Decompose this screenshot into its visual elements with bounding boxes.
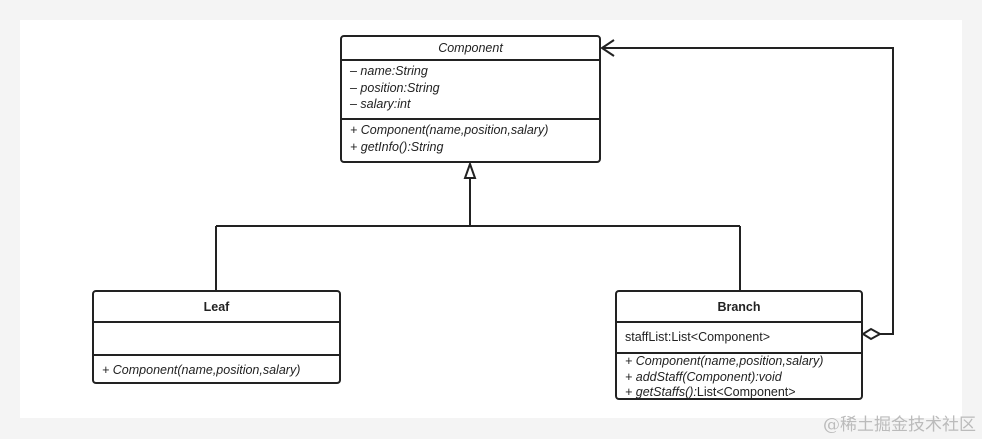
inheritance-arrow-icon xyxy=(463,161,477,179)
attribute: – name:String xyxy=(350,64,428,78)
methods-section: + Component(name,position,salary) + addS… xyxy=(617,352,861,403)
attributes-section: staffList:List<Component> xyxy=(617,323,861,352)
class-name: Component xyxy=(342,37,599,61)
method: + getStaffs():List<Component> xyxy=(625,385,853,401)
method: + Component(name,position,salary) xyxy=(625,354,824,368)
attribute: – salary:int xyxy=(350,97,411,111)
method: + getInfo():String xyxy=(350,139,444,154)
aggregation-line xyxy=(602,47,894,335)
method: + Component(name,position,salary) xyxy=(350,123,549,137)
watermark: @稀土掘金技术社区 xyxy=(823,415,976,435)
class-component[interactable]: Component – name:String – position:Strin… xyxy=(340,35,601,163)
attributes-section: – name:String – position:String – salary… xyxy=(342,61,599,118)
class-name: Leaf xyxy=(94,292,339,323)
aggregation-diamond-icon xyxy=(861,327,883,341)
attributes-section xyxy=(94,323,339,354)
methods-section: + Component(name,position,salary) xyxy=(94,354,339,381)
attribute: staffList:List<Component> xyxy=(625,330,770,344)
class-leaf[interactable]: Leaf + Component(name,position,salary) xyxy=(92,290,341,384)
method-return-type: List<Component> xyxy=(696,385,796,399)
method: + Component(name,position,salary) xyxy=(102,363,301,377)
method-signature: + getStaffs(): xyxy=(625,385,697,399)
attribute: – position:String xyxy=(350,80,440,95)
open-arrow-icon xyxy=(600,39,615,57)
inheritance-line xyxy=(215,178,741,291)
class-branch[interactable]: Branch staffList:List<Component> + Compo… xyxy=(615,290,863,400)
methods-section: + Component(name,position,salary) + getI… xyxy=(342,118,599,157)
method: + addStaff(Component):void xyxy=(625,369,782,384)
class-name: Branch xyxy=(617,292,861,323)
